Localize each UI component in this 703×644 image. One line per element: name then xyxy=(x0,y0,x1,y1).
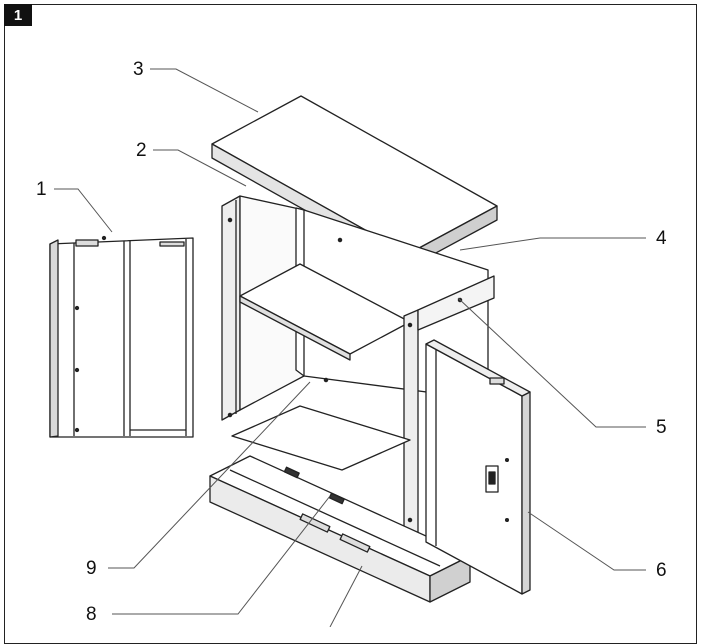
exploded-cabinet-drawing xyxy=(49,68,646,627)
callout-6: 6 xyxy=(656,560,667,581)
leader-line-6 xyxy=(527,511,646,571)
callout-8: 8 xyxy=(86,604,97,625)
leader-line-4 xyxy=(459,237,646,251)
leader-line-3 xyxy=(150,68,259,113)
step-badge: 1 xyxy=(4,4,32,26)
callout-3: 3 xyxy=(133,59,144,80)
base-plinth xyxy=(209,455,471,603)
leader-line-7 xyxy=(329,565,363,627)
leader-line-5 xyxy=(457,297,646,428)
callout-9: 9 xyxy=(86,558,97,579)
callout-1: 1 xyxy=(36,179,47,200)
callout-5: 5 xyxy=(656,417,667,438)
part-1-side-panel xyxy=(49,235,194,438)
leader-line-9 xyxy=(108,381,311,569)
assembly-figure: 1 xyxy=(4,4,697,644)
leader-line-8 xyxy=(112,495,331,615)
callout-4: 4 xyxy=(656,228,667,249)
leader-line-1 xyxy=(54,188,113,233)
leader-line-2 xyxy=(153,149,247,187)
callout-2: 2 xyxy=(136,140,147,161)
part-6-door xyxy=(425,339,531,595)
